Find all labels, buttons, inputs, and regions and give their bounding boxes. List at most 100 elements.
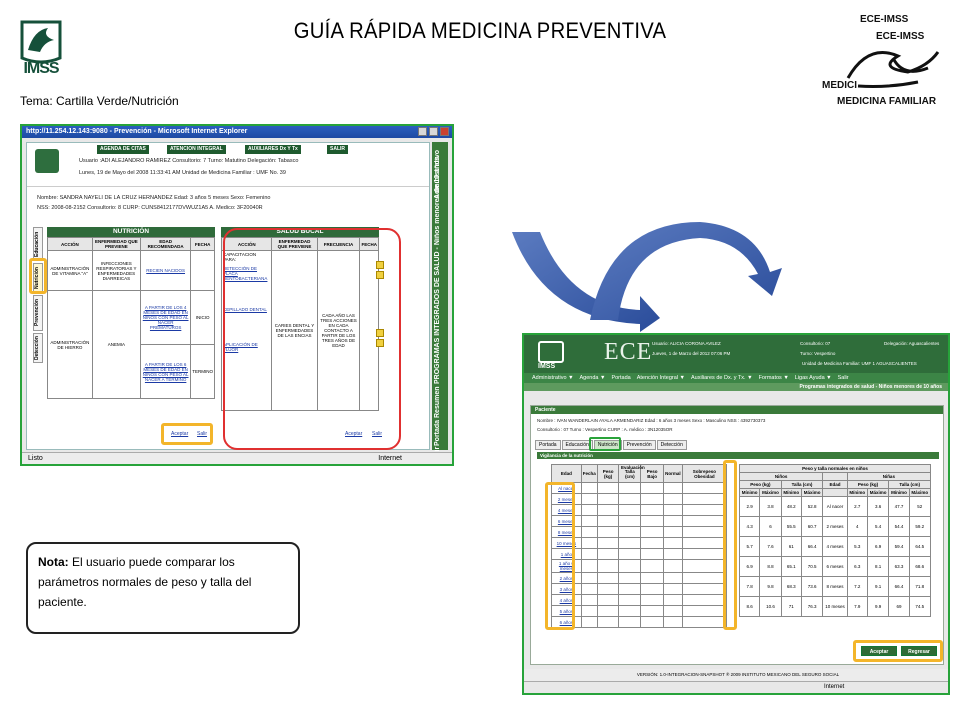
ref-title: Peso y talla normales en niños [739, 464, 931, 473]
aceptar-link-bucal[interactable]: Aceptar [345, 431, 363, 437]
bucal-disease-cell: CARIES DENTAL Y ENFERMEDADES DE LAS ENCI… [271, 250, 318, 411]
menu-salir[interactable]: Salir [837, 375, 849, 381]
table-cell: 4.3 [738, 516, 761, 537]
tab-prevencion[interactable]: Prevención [622, 440, 656, 450]
table-cell [663, 493, 683, 505]
table-row: 4 meses [551, 504, 728, 516]
table-cell [596, 515, 620, 527]
menu-atencion[interactable]: Atención Integral ▼ [636, 375, 685, 381]
table-row: 4 años [551, 594, 728, 606]
table-cell [618, 504, 642, 516]
salir-link-bucal[interactable]: Salir [372, 431, 383, 437]
bucal-link-deteccion[interactable]: DETECCIÓN DE PLACA DENTOBACTERIANA [223, 266, 268, 281]
vigilancia-header: Vigilancia de la nutrición [537, 452, 939, 459]
nav-agenda[interactable]: AGENDA DE CITAS [97, 145, 149, 154]
menu-auxiliares[interactable]: Auxiliares de Dx. y Tx. ▼ [690, 375, 753, 381]
table-cell [681, 548, 728, 560]
ref-ninas: Niñas [846, 472, 932, 481]
table-cell [681, 605, 728, 617]
table-cell: 59.2 [908, 516, 932, 537]
table-cell [580, 515, 598, 527]
menu-portada[interactable]: Portada [611, 375, 631, 381]
table-cell [681, 616, 728, 628]
table-cell: 74.5 [908, 596, 932, 617]
minimize-icon[interactable] [418, 127, 427, 136]
tab-deteccion[interactable]: Detección [656, 440, 687, 450]
scroll-arrows-bottom[interactable] [376, 329, 384, 347]
tab-educacion[interactable]: Educación [561, 440, 593, 450]
user-line: Usuario :ADI ALEJANDRO RAMIREZ Consultor… [79, 158, 299, 164]
nav-salir[interactable]: SALIR [327, 145, 348, 154]
table-cell [596, 537, 620, 549]
arrow-up-icon[interactable] [376, 261, 384, 269]
ref-col-header: Mínimo [888, 488, 910, 497]
arrow-up-icon[interactable] [376, 329, 384, 337]
table-cell [618, 616, 642, 628]
arrow-down-icon[interactable] [376, 271, 384, 279]
nav-atencion[interactable]: ATENCION INTEGRAL [167, 145, 226, 154]
tab-educacion[interactable]: Educación [33, 227, 43, 261]
medicina-label-partial: MEDICI [822, 80, 857, 91]
table-cell [663, 594, 683, 606]
table-cell [663, 572, 683, 584]
table-cell [618, 493, 642, 505]
arrow-down-icon[interactable] [376, 339, 384, 347]
table-cell [640, 537, 665, 549]
bucal-action-heading: CAPACITACION PARA: [223, 252, 257, 262]
ece-content: Paciente Nombre : IVAN WANDERLAIN AYALA … [530, 405, 944, 665]
highlight-salud-bucal [223, 228, 401, 450]
aceptar-button[interactable]: Aceptar [861, 646, 897, 656]
patient-line-2: NSS: 2008-08-2152 Consultorio: 8 CURP: C… [37, 205, 263, 211]
menu-administrativo[interactable]: Administrativo ▼ [532, 375, 574, 381]
highlight-buttons [853, 640, 943, 662]
nut-col-enfermedad: ENFERMEDAD QUE PREVIENE [91, 237, 142, 251]
vnav-portada[interactable]: Portada [434, 419, 441, 446]
table-cell [663, 616, 683, 628]
menu-agenda[interactable]: Agenda ▼ [579, 375, 606, 381]
table-cell [640, 548, 665, 560]
table-cell [580, 594, 598, 606]
topic-label: Tema: Cartilla Verde/Nutrición [20, 94, 179, 108]
bucal-link-fluor[interactable]: APLICACIÓN DE FLÚOR [223, 342, 258, 352]
salir-link-nutricion[interactable]: Salir [197, 431, 208, 437]
close-icon[interactable] [440, 127, 449, 136]
table-cell [580, 559, 598, 573]
table-link[interactable]: A PARTIR DE LOS 6 MESES DE EDAD EN NIÑOS… [140, 344, 192, 399]
table-cell [618, 594, 642, 606]
vnav-resumen[interactable]: Resumen [434, 386, 441, 418]
nav-auxiliares[interactable]: AUXILIARES Dx Y Tx [245, 145, 301, 154]
table-cell [640, 482, 665, 494]
ref-col-header: Máximo [866, 488, 890, 497]
maximize-icon[interactable] [429, 127, 438, 136]
table-cell [596, 559, 620, 573]
table-cell [681, 572, 728, 584]
table-cell [681, 583, 728, 595]
table-cell: 6 [759, 516, 782, 537]
table-link[interactable]: RECIEN NACIDOS [140, 250, 192, 291]
bucal-link-cepillado[interactable]: CEPILLADO DENTAL [223, 307, 267, 312]
regresar-button[interactable]: Regresar [901, 646, 937, 656]
table-cell: 5.3 [846, 536, 868, 557]
tab-deteccion[interactable]: Detección [33, 333, 43, 363]
menu-formatos[interactable]: Formatos ▼ [758, 375, 789, 381]
table-cell: 7.8 [738, 576, 761, 597]
table-cell: 63.3 [888, 556, 910, 577]
table-cell: 2.9 [738, 496, 761, 517]
ece-menu: Administrativo ▼ Agenda ▼ Portada Atenci… [524, 373, 948, 383]
ece-status-bar: Internet [524, 681, 948, 693]
aceptar-link-nutricion[interactable]: Aceptar [171, 431, 189, 437]
table-cell: 6.9 [866, 536, 890, 557]
tab-portada[interactable]: Portada [535, 440, 561, 450]
eval-col-sobrepeso: Sobrepeso Obesidad [681, 464, 728, 483]
table-link[interactable]: A PARTIR DE LOS 4 MESES DE EDAD EN NIÑOS… [140, 290, 192, 345]
imss-small-logo-text: IMSS [538, 363, 556, 370]
menu-ligas[interactable]: Ligas Ayuda ▼ [794, 375, 832, 381]
ref-edad: Edad [822, 480, 848, 489]
tab-prevencion[interactable]: Prevención [33, 295, 43, 331]
scroll-arrows-top[interactable] [376, 261, 384, 279]
ece-patient-line-2: Consultorio : 07 Turno : Vespertino CURP… [537, 427, 673, 432]
highlight-scrollbar[interactable] [723, 460, 737, 630]
